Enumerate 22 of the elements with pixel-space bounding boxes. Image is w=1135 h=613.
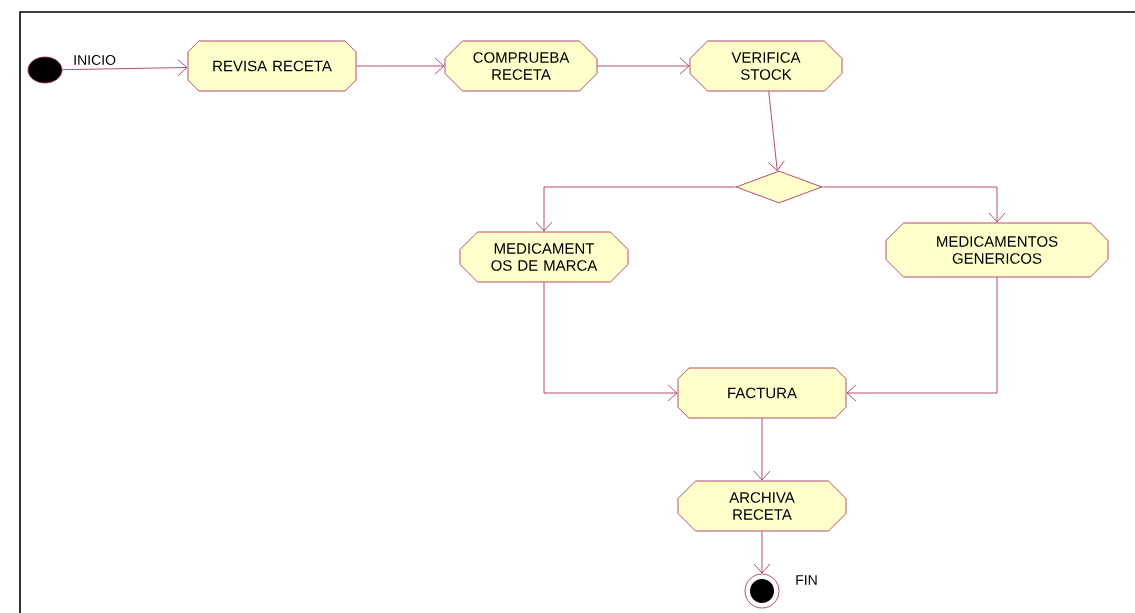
arrow [62, 59, 188, 77]
arrow [767, 91, 785, 172]
activity-box: VERIFICA STOCK [689, 40, 843, 92]
end-node [744, 573, 780, 609]
arrow [822, 186, 1006, 223]
activity-box: COMPRUEBA RECETA [444, 40, 598, 92]
activity-box: MEDICAMENTOS GENERICOS [885, 222, 1109, 278]
start-node [27, 56, 63, 84]
activity-box: ARCHIVA RECETA [677, 480, 847, 532]
arrow [846, 277, 998, 402]
activity-box: MEDICAMENT OS DE MARCA [459, 231, 629, 283]
node-label: FIN [796, 575, 817, 585]
arrow [535, 186, 736, 232]
activity-box: REVISA RECETA [187, 40, 357, 92]
arrow [753, 531, 771, 574]
arrow [356, 57, 445, 75]
decision-diamond [735, 170, 823, 204]
arrow [597, 57, 690, 75]
arrow [753, 418, 771, 481]
node-label: INICIO [74, 55, 116, 65]
activity-box: FACTURA [677, 367, 847, 419]
arrow [543, 282, 678, 402]
